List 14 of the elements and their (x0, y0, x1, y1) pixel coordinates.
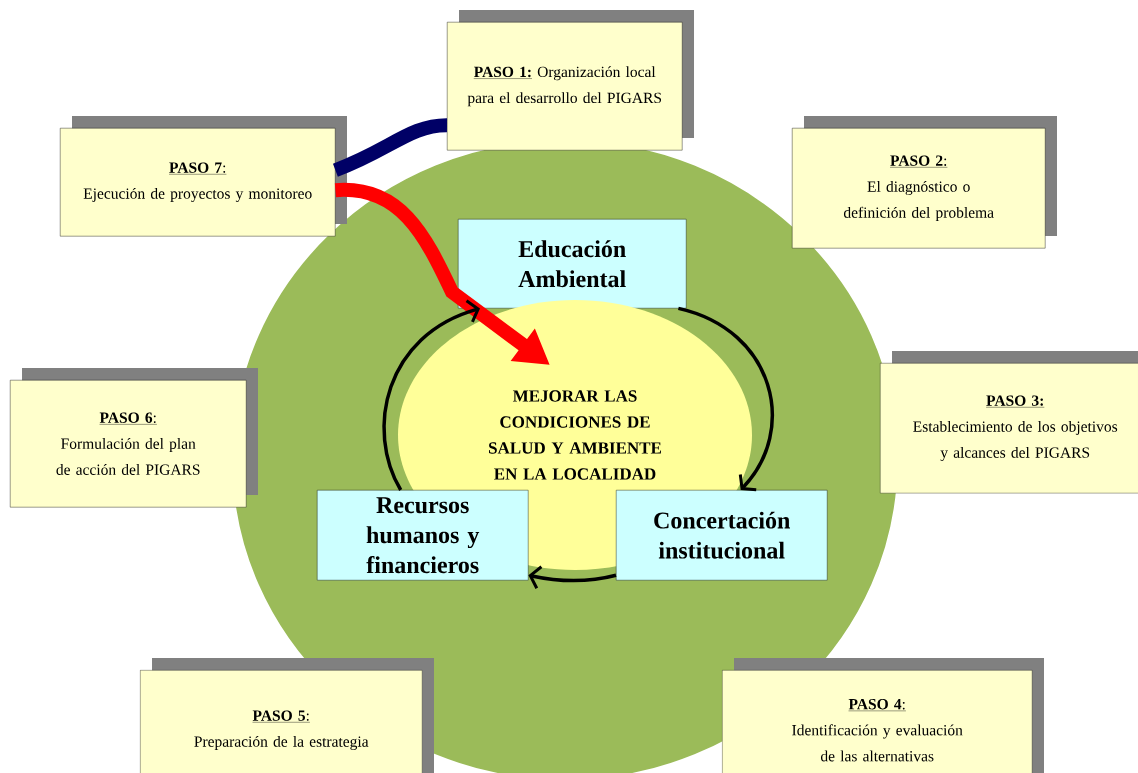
step-box: PASO 1: Organización local para el desarrollo del PIGARS (447, 10, 694, 151)
step-box: PASO 2: El diagnóstico o definición del problema (792, 116, 1057, 249)
step-box: PASO 6: Formulación del plan de acción del PIGARS (10, 368, 258, 508)
step-box: PASO 3: Establecimiento de los objetivos y alcances del PIGARS (880, 351, 1138, 494)
arrow (677, 306, 774, 492)
arrow (528, 565, 617, 589)
step-box: PASO 5: Preparación de la estrategia (140, 658, 434, 773)
step-box: PASO 7: Ejecución de proyectos y monitoreo (60, 116, 347, 237)
connector-band (332, 118, 448, 177)
topic-box: Recursos humanos y financieros (317, 490, 529, 581)
topic-box: Educación Ambiental (458, 219, 687, 309)
topic-box: Concertación institucional (616, 490, 828, 581)
step-box: PASO 4: Identificación y evaluación de las alternativas (722, 658, 1044, 773)
arrow (382, 299, 480, 491)
